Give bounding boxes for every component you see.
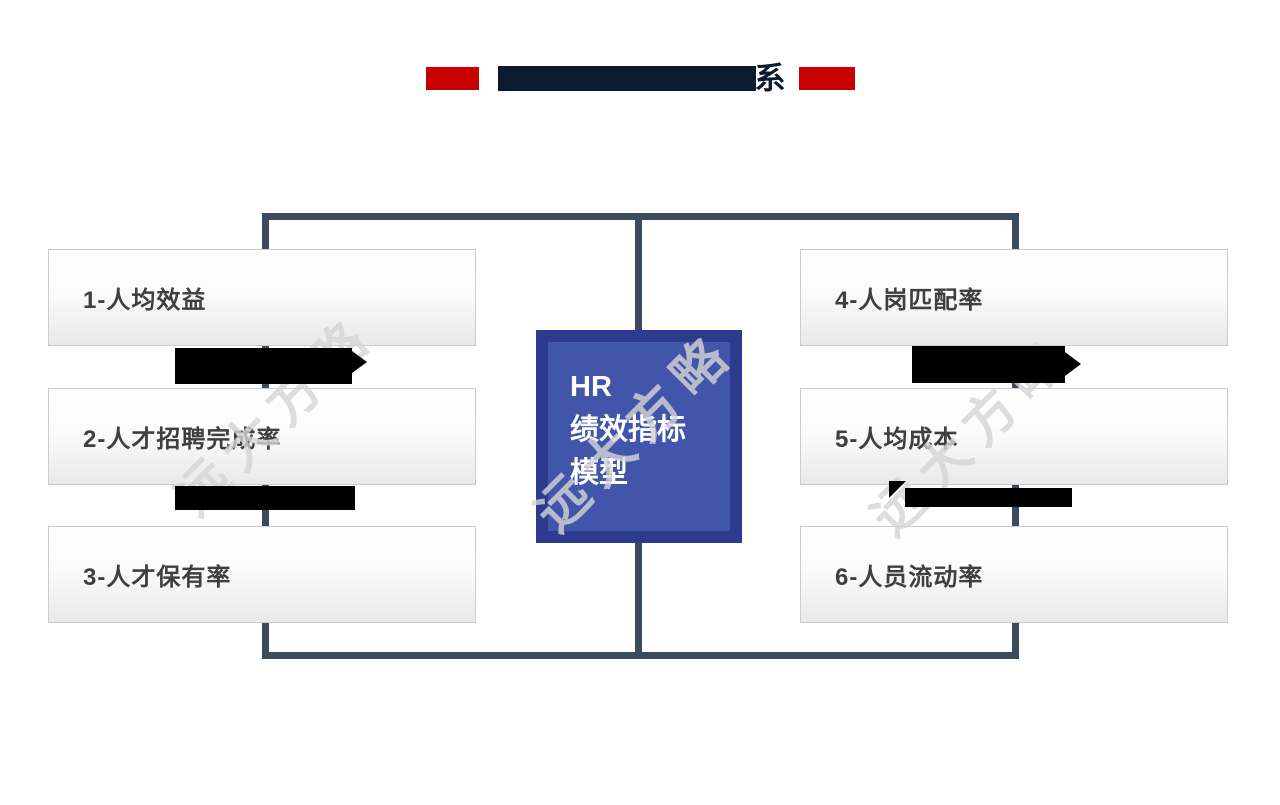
kpi-label-5: 5-人均成本 [835,426,959,453]
arrow-right-icon [352,351,367,373]
title-accent-right [798,67,855,90]
redaction-bar-left-bottom [175,486,355,510]
kpi-label-4: 4-人岗匹配率 [835,287,984,314]
center-model-box-inner: HR 绩效指标 模型 [548,342,730,531]
page-title-row: 系 [0,61,1280,96]
redaction-bar-left-top [175,348,352,384]
redaction-bar-right-top [912,346,1065,383]
center-model-box: HR 绩效指标 模型 [536,330,742,543]
redaction-bar-right-bottom [905,488,1072,507]
kpi-label-6: 6-人员流动率 [835,564,984,591]
arrow-up-left-icon [889,481,906,498]
kpi-box-3: 3-人才保有率 [48,526,476,623]
center-model-line-3: 模型 [570,457,629,489]
title-redaction-bar [497,66,756,91]
center-model-line-1: HR [570,371,612,403]
kpi-label-1: 1-人均效益 [83,287,207,314]
title-accent-left [425,67,479,90]
kpi-box-2: 2-人才招聘完成率 [48,388,476,485]
center-model-line-2: 绩效指标 [570,414,687,446]
kpi-box-5: 5-人均成本 [800,388,1228,485]
kpi-box-6: 6-人员流动率 [800,526,1228,623]
kpi-box-1: 1-人均效益 [48,249,476,346]
arrow-right-icon [1065,352,1081,376]
page-title-suffix: 系 [754,61,786,96]
kpi-label-3: 3-人才保有率 [83,564,232,591]
kpi-label-2: 2-人才招聘完成率 [83,426,282,453]
kpi-box-4: 4-人岗匹配率 [800,249,1228,346]
